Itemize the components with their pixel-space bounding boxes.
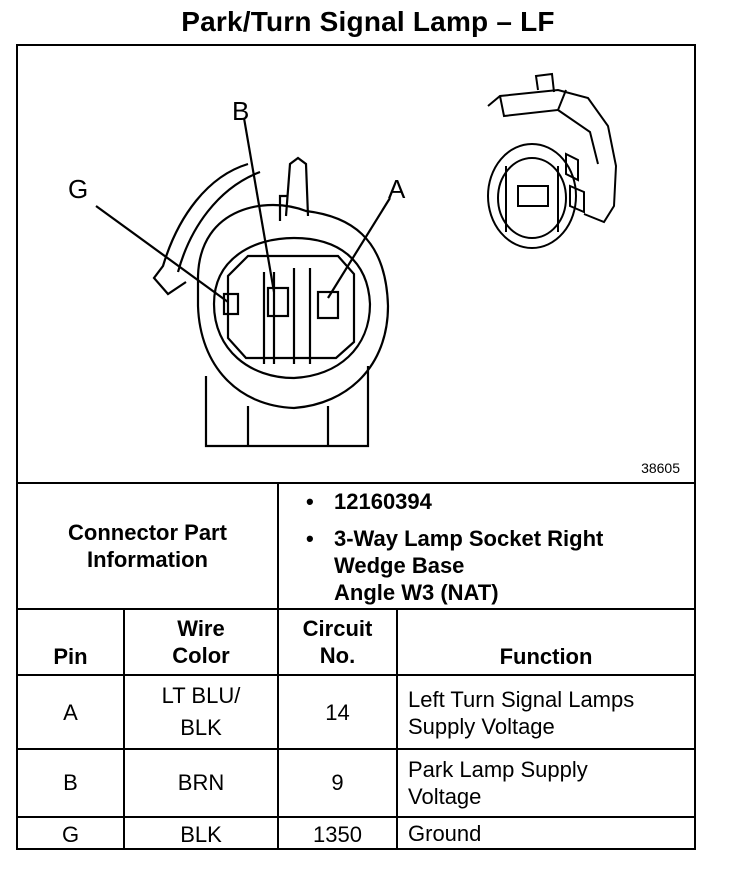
header-circuit-no: Circuit No. xyxy=(302,616,373,668)
pin-label-g: G xyxy=(68,174,88,204)
pin-cell: B xyxy=(63,769,78,795)
pin-cell: A xyxy=(63,699,78,725)
lamp-socket-illustration xyxy=(487,72,618,249)
connector-part-info-label: Connector Part Information xyxy=(68,520,227,572)
header-function: Function xyxy=(499,643,593,669)
circuit-cell: 9 xyxy=(331,769,344,795)
wire-color-cell: BLK xyxy=(180,821,222,847)
function-cell: Left Turn Signal Lamps Supply Voltage xyxy=(408,687,635,739)
pin-label-a: A xyxy=(388,174,406,204)
connector-part-info-list: • 12160394 • 3-Way Lamp Socket Right Wed… xyxy=(302,488,672,606)
part-number: 12160394 xyxy=(334,489,432,514)
part-description-item: • 3-Way Lamp Socket Right Wedge Base Ang… xyxy=(302,525,672,606)
part-description: 3-Way Lamp Socket Right Wedge Base Angle… xyxy=(334,526,604,605)
figure-id: 38605 xyxy=(641,460,680,476)
wire-color-cell: LT BLU/ BLK xyxy=(161,683,241,740)
bullet-icon: • xyxy=(306,489,314,514)
header-pin: Pin xyxy=(53,643,88,669)
part-number-item: • 12160394 xyxy=(302,488,672,515)
page-title: Park/Turn Signal Lamp – LF xyxy=(181,6,555,37)
header-wire-color: Wire Color xyxy=(172,616,230,668)
bullet-icon: • xyxy=(306,526,314,551)
wire-color-cell: BRN xyxy=(177,769,225,795)
connector-face-drawing: B G A xyxy=(68,72,618,448)
connector-diagram: B G A 38605 xyxy=(18,46,694,482)
pin-cell: G xyxy=(61,821,80,847)
connector-sheet: B G A 38605 Connector Part Information xyxy=(16,44,696,850)
function-cell: Ground xyxy=(408,821,482,846)
function-cell: Park Lamp Supply Voltage xyxy=(408,757,588,809)
circuit-cell: 1350 xyxy=(313,821,362,847)
circuit-cell: 14 xyxy=(325,699,350,725)
pin-label-b: B xyxy=(232,96,249,126)
